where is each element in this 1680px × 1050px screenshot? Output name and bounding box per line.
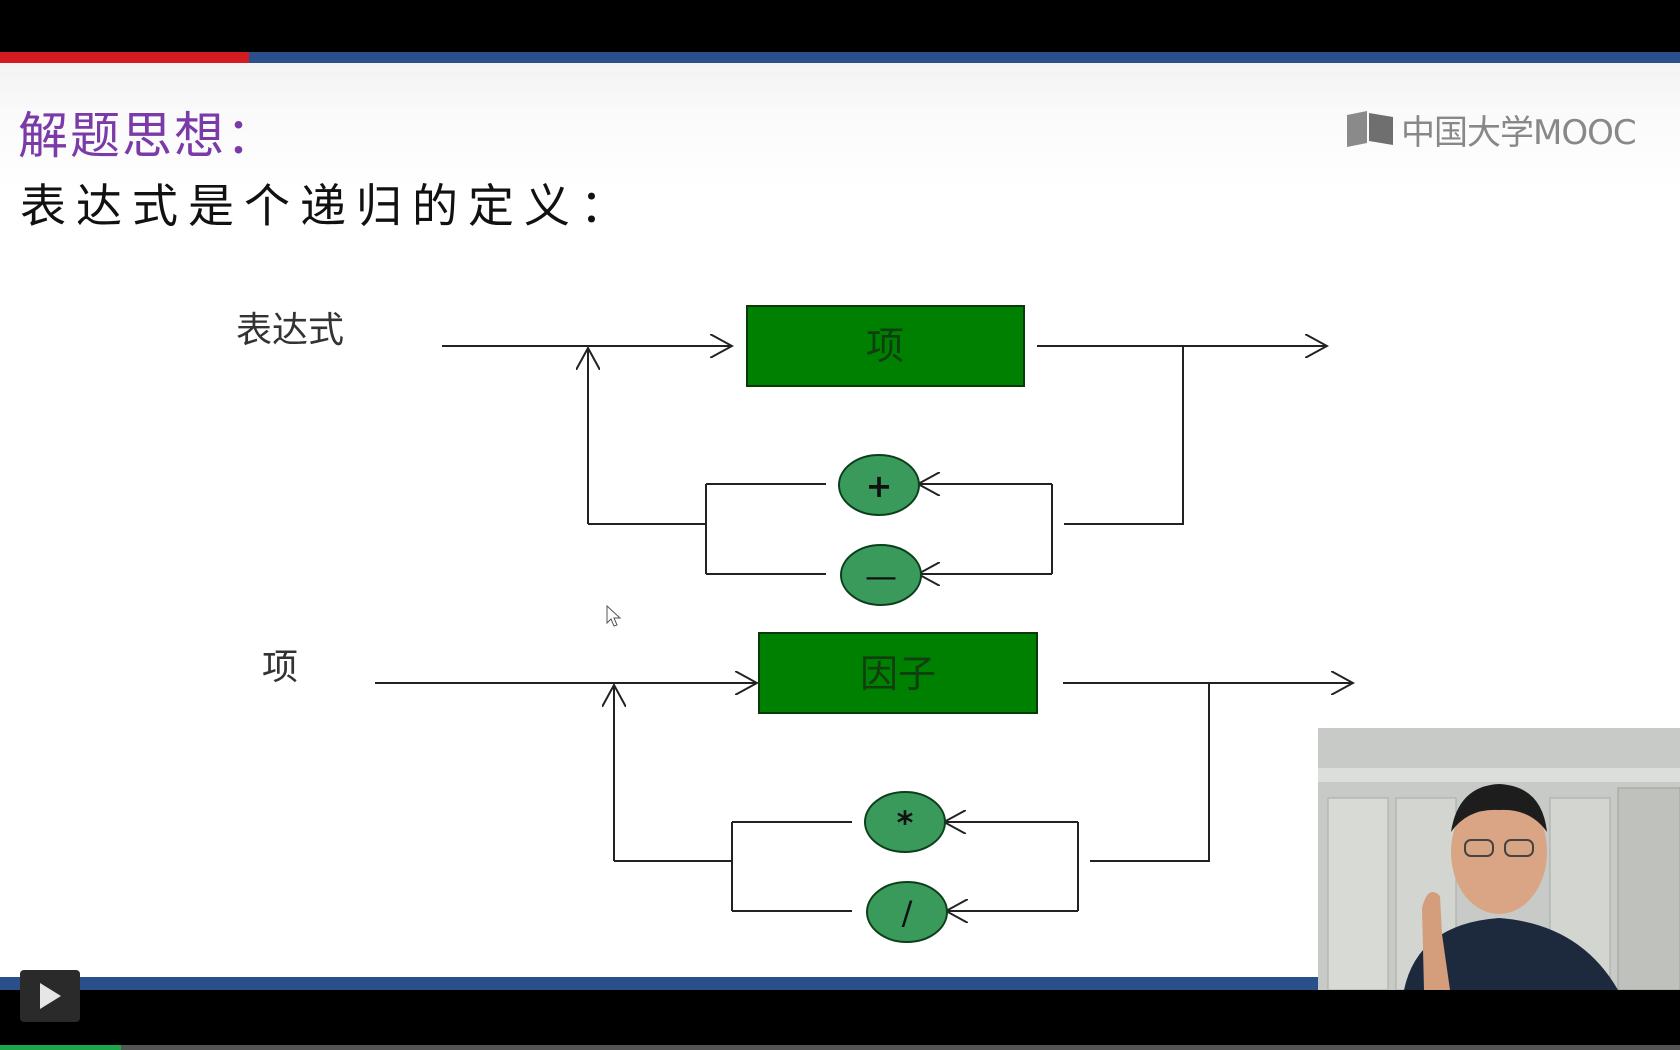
mooc-logo: 中国大学MOOC bbox=[1345, 107, 1637, 153]
multiply-node bbox=[864, 791, 946, 853]
term-box bbox=[746, 305, 1025, 387]
video-progress-fill bbox=[0, 1045, 121, 1050]
minus-node-label: — bbox=[865, 557, 897, 595]
play-button[interactable] bbox=[20, 970, 80, 1022]
play-icon bbox=[40, 983, 61, 1009]
divide-node bbox=[866, 881, 948, 943]
divide-node-label: / bbox=[902, 894, 913, 932]
term-diagram: 项 因子 * / bbox=[262, 632, 1353, 943]
plus-node-label: + bbox=[866, 467, 893, 505]
video-control-bar bbox=[0, 970, 1680, 1050]
return-line-right-2 bbox=[1090, 683, 1210, 862]
video-top-letterbox bbox=[0, 0, 1680, 52]
video-progress-bar[interactable] bbox=[0, 1045, 1680, 1050]
expression-label: 表达式 bbox=[236, 310, 344, 351]
plus-node bbox=[838, 454, 920, 516]
syntax-diagram: 表达式 项 + — 项 因子 bbox=[236, 305, 1680, 943]
return-line-right bbox=[1064, 346, 1184, 525]
presenter-webcam bbox=[1318, 728, 1680, 990]
slide-footer-bar bbox=[0, 977, 1680, 990]
factor-box bbox=[758, 632, 1038, 714]
mouse-cursor-icon bbox=[606, 605, 622, 627]
term-label: 项 bbox=[262, 647, 298, 688]
presenter-video-frame bbox=[1318, 728, 1680, 990]
factor-box-label: 因子 bbox=[860, 652, 936, 696]
slide-title: 解题思想： bbox=[18, 107, 278, 165]
slide-header-bar bbox=[0, 52, 1680, 63]
term-box-label: 项 bbox=[866, 324, 904, 368]
multiply-node-label: * bbox=[897, 804, 914, 842]
lecture-slide: 解题思想： 表达式是个递归的定义： 中国大学MOOC 表达式 项 + bbox=[0, 52, 1680, 990]
minus-node bbox=[840, 544, 922, 606]
logo-text: 中国大学MOOC bbox=[1401, 112, 1637, 153]
expression-diagram: 表达式 项 + — bbox=[236, 305, 1327, 606]
slide-subtitle: 表达式是个递归的定义： bbox=[20, 179, 636, 233]
slide-header-accent bbox=[0, 52, 249, 63]
book-icon bbox=[1347, 111, 1393, 147]
